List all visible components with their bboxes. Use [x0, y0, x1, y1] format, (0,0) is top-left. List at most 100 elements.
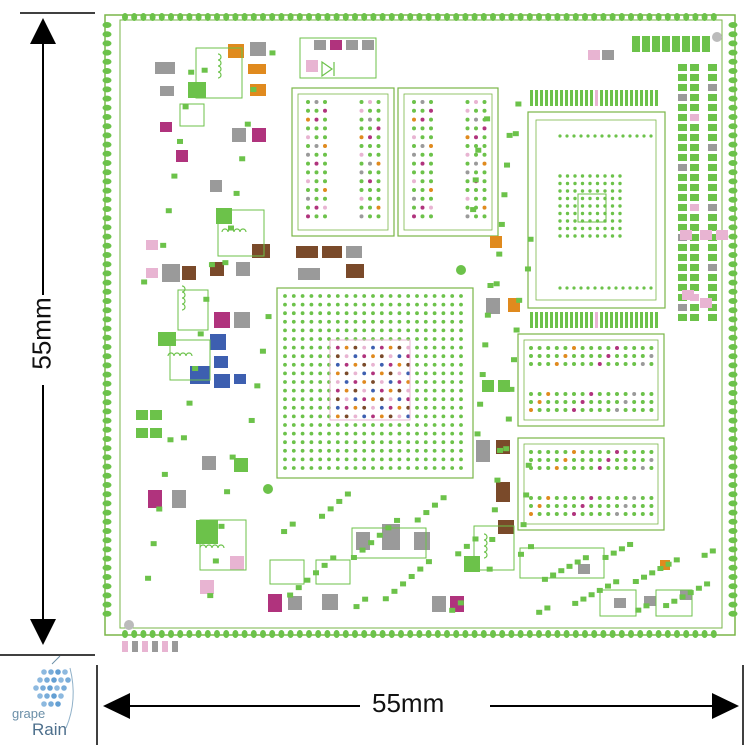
memory-ball: [572, 466, 576, 470]
bga-ball: [291, 466, 296, 470]
edge-pad: [728, 500, 738, 507]
bga-ball: [379, 466, 384, 470]
memory-ball: [429, 188, 433, 192]
bga-ball: [388, 440, 393, 445]
memory-ball: [580, 362, 585, 366]
bga-ball: [362, 319, 367, 324]
memory-ball: [606, 392, 611, 396]
connector-pad: [672, 36, 680, 52]
bga-ball: [459, 345, 463, 350]
memory-ball: [597, 512, 602, 516]
connector-pad: [678, 304, 687, 311]
memory-right-upper-inner: [523, 339, 659, 421]
edge-pad: [102, 288, 112, 295]
bga-ball: [423, 337, 428, 341]
memory-ball: [537, 354, 542, 358]
component-pad: [504, 162, 511, 168]
memory-ball: [314, 126, 319, 131]
bga-ball: [610, 204, 615, 208]
component-outline: [199, 519, 247, 571]
memory-ball: [580, 458, 585, 462]
bga-ball: [397, 380, 402, 384]
component-pad: [196, 520, 218, 544]
bga-ball: [353, 388, 358, 393]
connector-pin: [560, 90, 563, 106]
bga-ball: [586, 134, 590, 138]
bga-ball: [379, 388, 384, 393]
memory-ball: [537, 362, 542, 366]
component-pad: [268, 594, 282, 612]
connector-pin: [625, 90, 628, 106]
bga-ball: [432, 448, 437, 453]
bga-ball: [309, 440, 314, 445]
logo-grape-dot: [61, 685, 67, 691]
component-pad: [362, 596, 369, 602]
component-pad: [350, 555, 357, 561]
bga-ball: [432, 380, 437, 384]
connector-pin: [610, 90, 613, 106]
bga-ball: [441, 380, 446, 384]
component-outline: [269, 559, 305, 585]
component-pad: [362, 40, 374, 50]
memory-right-lower: [517, 437, 665, 531]
memory-ball: [632, 408, 637, 412]
bga-ball: [353, 466, 358, 470]
memory-ball: [597, 466, 602, 470]
bga-ball: [441, 328, 446, 333]
bga-ball: [595, 196, 600, 201]
connector-pin: [555, 312, 558, 328]
secondary-bga-balls: [558, 134, 653, 290]
edge-pad: [102, 601, 112, 608]
bga-ball: [628, 134, 632, 138]
bga-ball: [353, 397, 358, 402]
bga-ball: [423, 319, 428, 324]
memory-ball: [314, 117, 319, 122]
memory-ball: [623, 466, 628, 470]
inductor-symbol: [221, 228, 247, 233]
bga-ball: [291, 440, 296, 445]
edge-pad: [728, 316, 738, 323]
bga-ball: [353, 423, 358, 427]
dimension-lines: [0, 12, 744, 745]
bga-ball: [362, 414, 367, 419]
bga-ball: [388, 380, 393, 384]
component-pad: [541, 576, 548, 582]
memory-ball: [412, 144, 416, 148]
bga-ball: [371, 319, 375, 324]
bga-ball: [572, 286, 576, 290]
bga-ball: [291, 345, 296, 350]
bga-ball: [309, 354, 314, 359]
bga-ball: [588, 181, 592, 186]
edge-pad: [102, 270, 112, 277]
bga-ball: [573, 226, 577, 231]
edge-pad: [186, 630, 193, 638]
memory-ball: [632, 400, 637, 404]
edge-pad: [728, 242, 738, 249]
component-pad: [408, 573, 415, 579]
bga-ball: [595, 174, 600, 178]
edge-pad: [434, 13, 441, 21]
bga-ball: [618, 219, 622, 223]
edge-pad: [434, 630, 441, 638]
connector-pad: [708, 244, 717, 251]
component-pad: [224, 489, 231, 495]
edge-pad: [102, 353, 112, 360]
component-pad: [298, 268, 320, 280]
component-pad: [574, 559, 581, 565]
bga-ball: [318, 457, 323, 462]
edge-pad: [637, 13, 644, 21]
bga-ball: [450, 448, 455, 453]
main-bga-outline: [276, 287, 474, 479]
component-pad: [701, 552, 708, 558]
component-pad: [208, 262, 215, 268]
bga-ball: [628, 286, 632, 290]
edge-pad: [102, 316, 112, 323]
memory-ball: [368, 135, 372, 140]
connector-pin: [655, 312, 658, 328]
memory-top-left: [291, 87, 395, 237]
edge-pad: [102, 49, 112, 56]
bga-ball: [291, 354, 296, 359]
component-outline: [177, 289, 209, 331]
bga-ball: [614, 134, 618, 138]
